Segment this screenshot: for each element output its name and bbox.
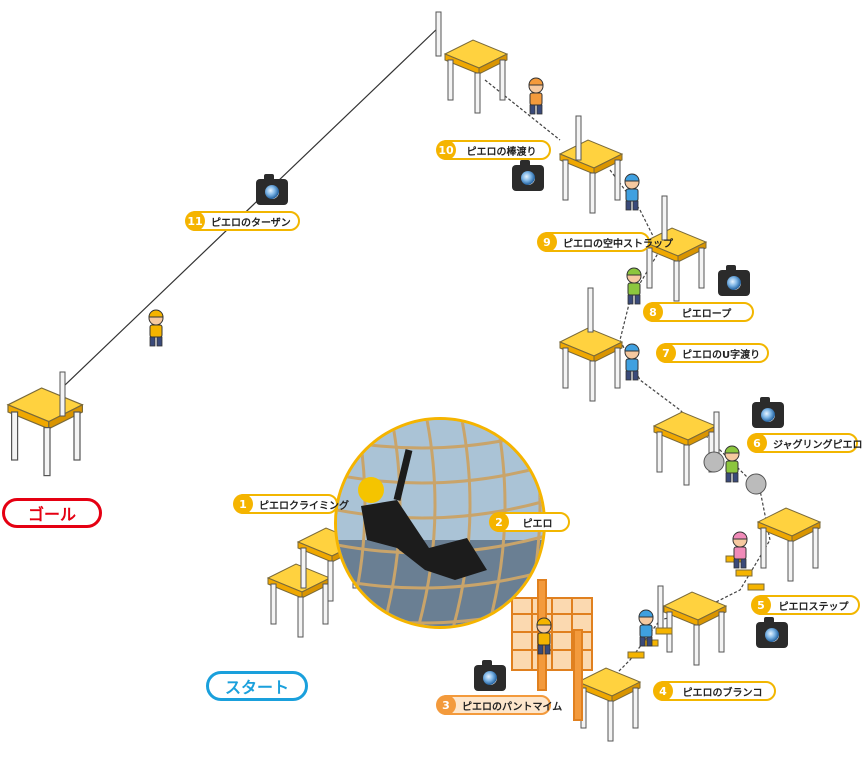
station-number: 1 [233,494,253,514]
platform-start [267,563,331,638]
kid-5 [732,531,748,569]
camera-icon [512,160,544,191]
station-number: 10 [436,140,456,160]
station-tag-7: 7 ピエロのU字渡り [656,343,769,363]
kid-11 [148,309,164,347]
start-label: スタート [206,671,308,701]
station-label: ピエロのU字渡り [682,349,761,361]
goal-post [59,371,66,417]
juggling-ball [745,473,767,495]
platform-3 [577,667,641,742]
station-label: ピエロのパントマイム [462,701,563,713]
station-label: ジャグリングピエロ [773,439,863,451]
juggling-ball [703,451,725,473]
goal-platform [7,387,84,477]
climbing-net-photo [334,417,546,629]
goal-label: ゴール [2,498,102,528]
station-label: ピエロのブランコ [682,687,763,699]
post-4 [657,585,664,631]
station-number: 7 [656,343,676,363]
station-tag-2: 2 ピエロ [489,512,570,532]
station-label: ピエロクライミング [259,500,349,512]
station-tag-9: 9 ピエロの空中ストラップ [537,232,673,252]
station-label: ピエロのターザン [211,217,291,229]
platform-4 [663,591,727,666]
camera-icon [756,617,788,648]
kid-7 [624,343,640,381]
platform-9 [559,139,623,214]
station-label: ピエロープ [681,308,732,320]
platform-6 [653,411,717,486]
station-tag-6: 6 ジャグリングピエロ [747,433,863,453]
camera-icon [474,660,506,691]
station-number: 5 [751,595,771,615]
platform-5 [757,507,821,582]
station-number: 3 [436,695,456,715]
kid-10 [528,77,544,115]
camera-icon [752,397,784,428]
platform-10 [444,39,508,114]
station-number: 11 [185,211,205,231]
camera-icon [718,265,750,296]
station-tag-3: 3 ピエロのパントマイム [436,695,562,715]
post-9 [575,115,582,161]
station-tag-4: 4 ピエロのブランコ [653,681,776,701]
station-number: 9 [537,232,557,252]
route-ropes [484,79,771,691]
station-label: ピエロ [522,518,553,530]
zipline [63,25,441,387]
kid-6 [724,445,740,483]
station-number: 6 [747,433,767,453]
station-tag-11: 11 ピエロのターザン [185,211,300,231]
station-label: ピエロの棒渡り [466,146,537,158]
station-number: 4 [653,681,673,701]
kid-9 [624,173,640,211]
station-number: 8 [643,302,663,322]
station-label: ピエロステップ [778,601,849,613]
station-tag-10: 10 ピエロの棒渡り [436,140,551,160]
station-tag-5: 5 ピエロステップ [751,595,860,615]
station-tag-8: 8 ピエロープ [643,302,754,322]
post-7 [587,287,594,333]
platform-7 [559,327,623,402]
pantomime-frame [511,579,593,721]
station-tag-1: 1 ピエロクライミング [233,494,349,514]
camera-icon [256,174,288,205]
post-10 [435,11,442,57]
station-label: ピエロの空中ストラップ [563,238,673,250]
station-number: 2 [489,512,509,532]
post-6 [713,411,720,457]
post-8 [661,195,668,241]
kid-8 [626,267,642,305]
